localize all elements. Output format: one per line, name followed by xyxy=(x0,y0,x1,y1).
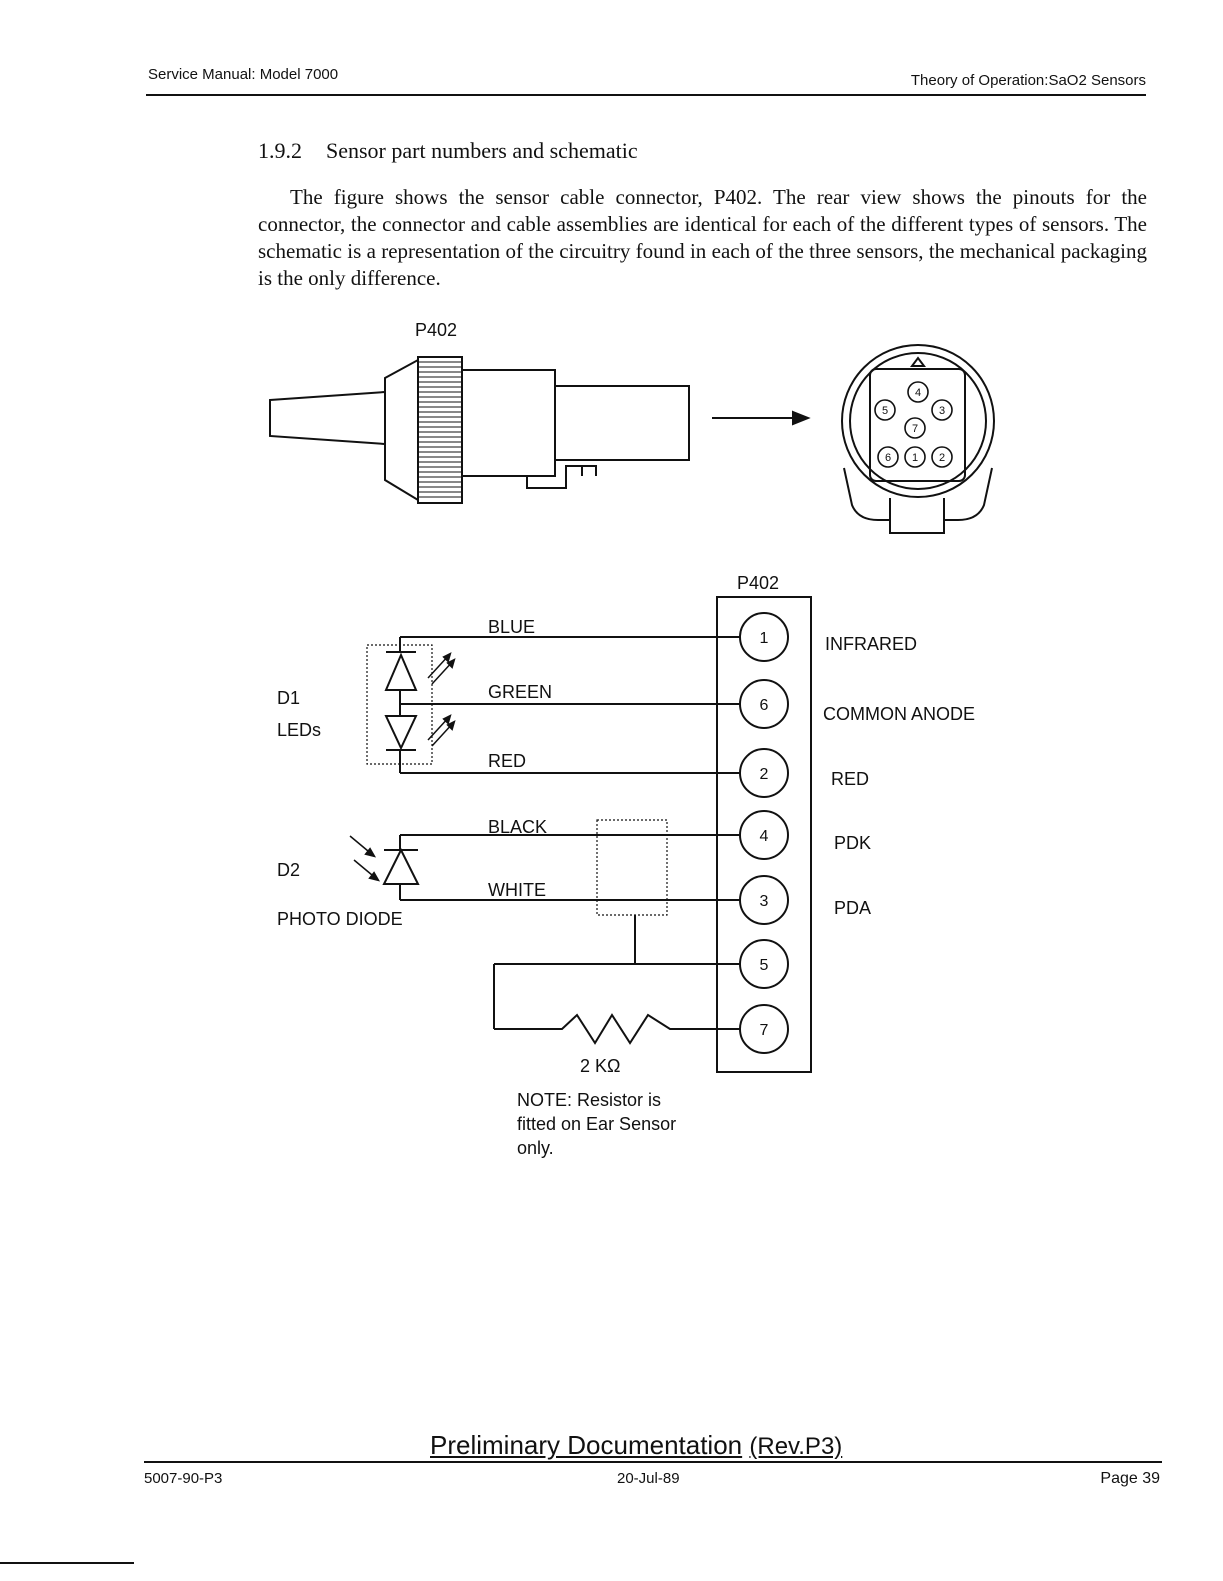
schematic-connector-label: P402 xyxy=(737,573,779,593)
running-header-right: Theory of Operation:SaO2 Sensors xyxy=(910,72,1146,89)
body-paragraph: The figure shows the sensor cable connec… xyxy=(258,185,1147,290)
rear-pin-3: 3 xyxy=(939,405,945,417)
pin-circle-1 xyxy=(739,612,789,662)
page-edge-rule xyxy=(0,1562,134,1564)
pin-circle-4 xyxy=(739,810,789,860)
wire-label-blue: BLUE xyxy=(488,617,535,637)
view-arrow-head xyxy=(792,410,811,426)
pin-circle-7 xyxy=(739,1004,789,1054)
wire-label-black: BLACK xyxy=(488,817,547,837)
pin-number-7: 7 xyxy=(760,1022,769,1039)
section-number: 1.9.2 xyxy=(258,138,302,163)
signal-common-anode: COMMON ANODE xyxy=(823,704,975,724)
d1-description: LEDs xyxy=(277,720,321,740)
signal-pdk: PDK xyxy=(834,833,871,853)
page-number: Page 39 xyxy=(1100,1470,1160,1487)
d1-led-symbols xyxy=(366,637,456,773)
wire-label-white: WHITE xyxy=(488,880,546,900)
signal-red: RED xyxy=(831,769,869,789)
d2-description: PHOTO DIODE xyxy=(277,909,403,929)
rear-pin-2: 2 xyxy=(939,452,945,464)
pin-number-2: 2 xyxy=(760,766,769,783)
resistor-symbol xyxy=(494,1013,740,1045)
footer-rule xyxy=(144,1461,1162,1463)
pin-circle-3 xyxy=(739,875,789,925)
pin-number-1: 1 xyxy=(760,630,769,647)
pin-number-3: 3 xyxy=(760,893,769,910)
section-heading: 1.9.2 Sensor part numbers and schematic xyxy=(258,138,638,164)
connector-label: P402 xyxy=(415,320,457,340)
pin-circle-5 xyxy=(739,939,789,989)
d2-label: D2 xyxy=(277,860,300,880)
wire-label-red: RED xyxy=(488,751,526,771)
footer-title-main: Preliminary Documentation xyxy=(430,1430,743,1460)
rear-pin-1: 1 xyxy=(912,452,918,464)
footer-title: Preliminary Documentation (Rev.P3) xyxy=(430,1430,842,1461)
rear-pin-7: 7 xyxy=(912,423,918,435)
document-date: 20-Jul-89 xyxy=(617,1470,680,1487)
rear-pin-4: 4 xyxy=(915,387,921,399)
pin-number-6: 6 xyxy=(760,697,769,714)
pin-circle-6 xyxy=(739,679,789,729)
resistor-value: 2 KΩ xyxy=(580,1056,620,1076)
connector-rear-view xyxy=(841,344,995,534)
d1-label: D1 xyxy=(277,688,300,708)
note-line-3: only. xyxy=(517,1138,554,1158)
header-rule xyxy=(146,94,1146,96)
shield-outline xyxy=(596,819,668,916)
document-number: 5007-90-P3 xyxy=(144,1470,223,1487)
signal-pda: PDA xyxy=(834,898,871,918)
pin-circle-2 xyxy=(739,748,789,798)
note-line-2: fitted on Ear Sensor xyxy=(517,1114,676,1134)
pin-number-4: 4 xyxy=(760,828,769,845)
footer-title-rev: (Rev.P3) xyxy=(749,1433,843,1460)
connector-side-view xyxy=(269,356,690,504)
signal-infrared: INFRARED xyxy=(825,634,917,654)
wire-label-green: GREEN xyxy=(488,682,552,702)
d2-photodiode-symbol xyxy=(349,835,420,900)
running-header-left: Service Manual: Model 7000 xyxy=(148,66,339,83)
note-line-1: NOTE: Resistor is xyxy=(517,1090,661,1110)
pin-number-5: 5 xyxy=(760,957,769,974)
section-title: Sensor part numbers and schematic xyxy=(326,138,638,163)
rear-pin-6: 6 xyxy=(885,452,891,464)
rear-pin-5: 5 xyxy=(882,405,888,417)
